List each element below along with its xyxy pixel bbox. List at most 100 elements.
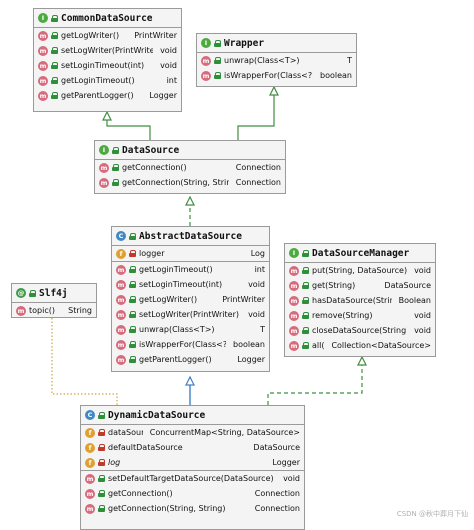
private-lock-icon xyxy=(98,459,105,466)
arrowhead-abstractdatasource xyxy=(185,375,195,386)
class-name: CommonDataSource xyxy=(61,12,153,24)
class-name: DataSourceManager xyxy=(312,247,410,259)
method-icon: m xyxy=(85,488,95,499)
return-type: int xyxy=(166,76,177,85)
method-signature: setLogWriter(PrintWriter) xyxy=(61,46,154,55)
return-type: void xyxy=(248,280,265,289)
method-icon: m xyxy=(38,45,48,56)
class-box-dynamicdatasource[interactable]: C DynamicDataSource fdataSourcesConcurre… xyxy=(80,405,305,530)
method-signature: unwrap(Class<T>) xyxy=(224,56,300,65)
method-signature: get(String) xyxy=(312,281,356,290)
private-lock-icon xyxy=(98,444,105,451)
return-type: void xyxy=(283,474,300,483)
method-icon: m xyxy=(289,265,299,276)
field-type: Log xyxy=(250,249,265,258)
return-type: void xyxy=(414,311,431,320)
method-signature: remove(String) xyxy=(312,311,373,320)
edge-dynamicdatasource-to-datasourcemanager xyxy=(267,357,363,405)
method-signature: unwrap(Class<T>) xyxy=(139,325,215,334)
watermark: CSDN @秋中葬月下仙 xyxy=(396,510,468,518)
return-type: void xyxy=(160,61,177,70)
method-icon: m xyxy=(116,339,126,350)
method-icon: m xyxy=(16,305,26,316)
return-type: Boolean xyxy=(398,296,431,305)
method-icon: m xyxy=(38,30,48,41)
method-icon: m xyxy=(85,473,95,484)
method-icon: m xyxy=(99,162,109,173)
interface-icon: I xyxy=(289,248,299,258)
method-signature: setDefaultTargetDataSource(DataSource) xyxy=(108,474,274,483)
method-row[interactable]: m setLogWriter(PrintWriter) void xyxy=(34,43,181,58)
method-icon: m xyxy=(289,280,299,291)
method-icon: m xyxy=(289,325,299,336)
return-type: Connection xyxy=(254,489,300,498)
class-header: I DataSourceManager xyxy=(285,244,435,263)
field-row[interactable]: fdataSourcesConcurrentMap<String, DataSo… xyxy=(81,425,304,440)
edge-dynamicdatasource-to-slf4j xyxy=(51,318,118,405)
public-lock-icon xyxy=(98,475,105,482)
return-type: Logger xyxy=(237,355,265,364)
public-lock-icon xyxy=(51,47,58,54)
public-lock-icon xyxy=(112,179,119,186)
method-signature: getConnection(String, String) xyxy=(122,178,229,187)
method-signature: getConnection() xyxy=(122,163,187,172)
method-signature: getLoginTimeout() xyxy=(139,265,213,274)
public-lock-icon xyxy=(98,505,105,512)
return-type: Logger xyxy=(149,91,177,100)
abstract-class-icon: C xyxy=(116,231,126,241)
public-lock-icon xyxy=(214,39,221,47)
public-lock-icon xyxy=(51,92,58,99)
method-signature: hasDataSource(String) xyxy=(312,296,392,305)
return-type: void xyxy=(160,46,177,55)
public-lock-icon xyxy=(214,72,221,79)
public-lock-icon xyxy=(112,164,119,171)
public-lock-icon xyxy=(302,312,309,319)
field-type: ConcurrentMap<String, DataSource> xyxy=(149,428,300,437)
method-row[interactable]: m setDefaultTargetDataSource(DataSource) v… xyxy=(81,471,304,486)
class-header: C DynamicDataSource xyxy=(81,406,304,425)
return-type: PrintWriter xyxy=(222,295,265,304)
interface-icon: I xyxy=(201,38,211,48)
method-signature: getParentLogger() xyxy=(61,91,134,100)
edge-datasource-to-wrapper xyxy=(237,87,275,140)
return-type: T xyxy=(260,325,265,334)
return-type: boolean xyxy=(320,71,352,80)
method-signature: getLogWriter() xyxy=(139,295,198,304)
public-lock-icon xyxy=(302,297,309,304)
return-type: void xyxy=(414,266,431,275)
class-header: I DataSource xyxy=(95,141,285,160)
